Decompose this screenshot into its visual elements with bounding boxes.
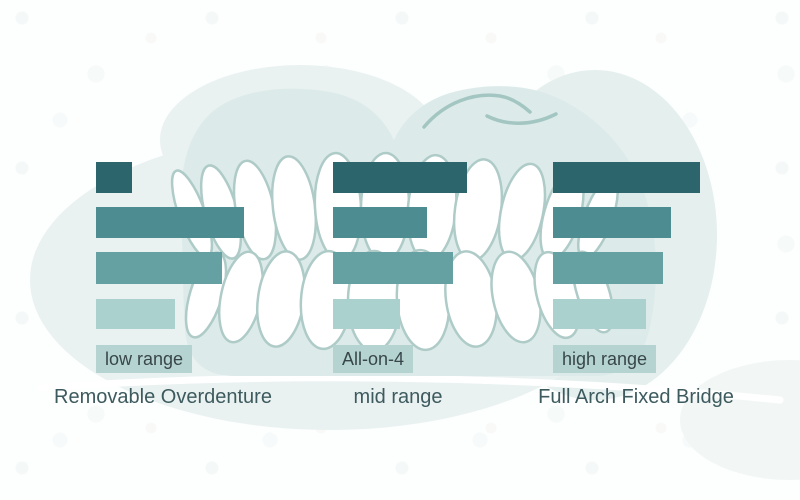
group-caption: Removable Overdenture: [54, 386, 272, 408]
tooth-fissure-swirl-icon: [422, 93, 558, 129]
range-tag: All-on-4: [333, 345, 414, 373]
range-bar-tier-3: [333, 252, 453, 284]
range-bar-tier-2: [553, 207, 671, 238]
range-bar-tier-1: [333, 162, 467, 193]
bar-stack: [553, 162, 773, 332]
range-bar-tier-2: [96, 207, 244, 238]
range-tag: low range: [96, 345, 193, 373]
range-group-removable-overdenture: low range Removable Overdenture: [54, 162, 316, 422]
bar-stack: [96, 162, 316, 332]
range-bar-tier-2: [333, 207, 427, 238]
range-bar-tier-4: [96, 299, 175, 329]
range-group-full-arch-fixed-bridge: high range Full Arch Fixed Bridge: [538, 162, 773, 422]
range-bar-tier-4: [333, 299, 400, 329]
range-tag: high range: [553, 345, 657, 373]
range-bar-tier-4: [553, 299, 646, 329]
range-bar-tier-1: [553, 162, 700, 193]
range-bar-tier-3: [553, 252, 663, 284]
range-bar-tier-1: [96, 162, 132, 193]
swoosh-divider: [36, 374, 784, 404]
bar-stack: [333, 162, 553, 332]
range-group-all-on-4: All-on-4 mid range: [333, 162, 553, 422]
group-caption: Full Arch Fixed Bridge: [538, 386, 734, 408]
range-bar-tier-3: [96, 252, 222, 284]
group-caption: mid range: [353, 386, 443, 408]
